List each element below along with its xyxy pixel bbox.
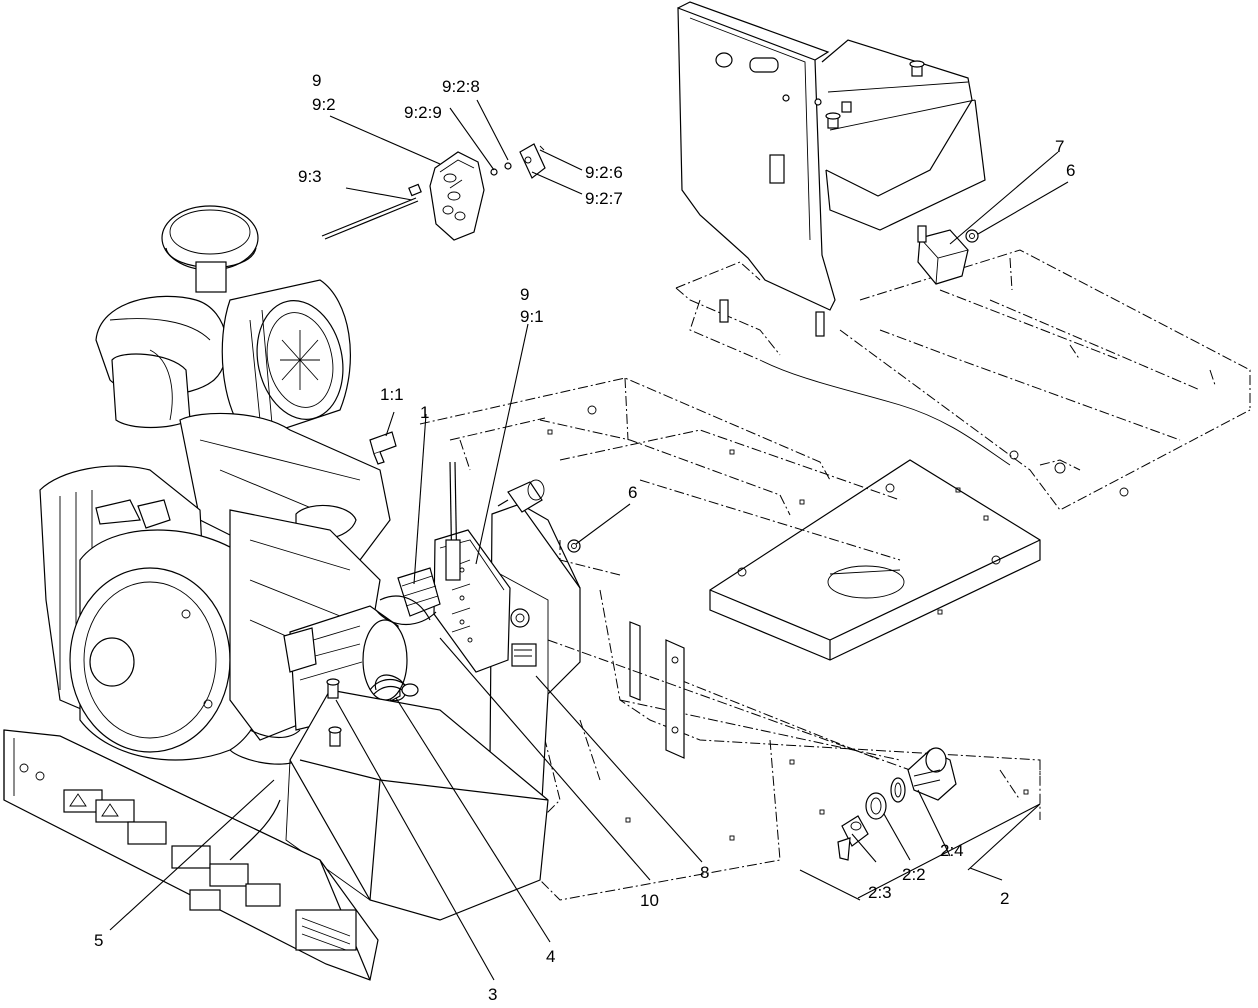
nut-part-2-2 xyxy=(865,792,887,820)
callout-9-2-9: 9:2:9 xyxy=(404,103,442,122)
callout-4: 4 xyxy=(546,947,555,966)
switch-plug xyxy=(497,479,545,513)
callout-6-mid: 6 xyxy=(628,483,637,502)
callout-9-2-6: 9:2:6 xyxy=(585,163,623,182)
ignition-switch-kit-part-2 xyxy=(547,639,957,861)
callout-1-1: 1:1 xyxy=(380,385,404,404)
callout-8: 8 xyxy=(700,863,709,882)
callout-2-2: 2:2 xyxy=(902,865,926,884)
connector-harness-part-10 xyxy=(397,567,441,617)
callout-7: 7 xyxy=(1055,137,1064,156)
key-part-2-3 xyxy=(837,815,869,861)
callout-9-1: 9:1 xyxy=(520,307,544,326)
callout-9-3: 9:3 xyxy=(298,167,322,186)
antenna xyxy=(445,461,461,581)
battery-and-base xyxy=(3,678,549,981)
leader-lines xyxy=(109,99,1069,981)
bolt-part-3 xyxy=(326,678,342,747)
callout-10: 10 xyxy=(640,891,659,910)
callout-2-3: 2:3 xyxy=(868,883,892,902)
callout-9-top: 9 xyxy=(312,71,321,90)
remote-transmitter-part-9-2 xyxy=(429,151,485,241)
callout-9-2-8: 9:2:8 xyxy=(442,77,480,96)
battery-clip-part-9-2-7 xyxy=(519,143,546,179)
cable-tie-part-9-3 xyxy=(321,183,422,240)
callout-2: 2 xyxy=(1000,889,1009,908)
callout-9-2-7: 9:2:7 xyxy=(585,189,623,208)
callout-5: 5 xyxy=(94,931,103,950)
rear-frame-assembly xyxy=(675,1,1251,511)
control-box-housing xyxy=(489,503,581,802)
callout-1: 1 xyxy=(420,403,429,422)
callout-9-mid: 9 xyxy=(520,285,529,304)
callout-9-2-top: 9:2 xyxy=(312,95,336,114)
callout-6-right: 6 xyxy=(1066,161,1075,180)
nut-part-6-right xyxy=(965,229,979,243)
key-ring-part-9-2-9 xyxy=(490,162,512,176)
battery-cable-part-4 xyxy=(369,678,419,697)
callout-2-4: 2:4 xyxy=(940,841,964,860)
callout-labels: 9 9:2 9:2:9 9:2:8 9:2:6 9:2:7 9:3 7 6 9 … xyxy=(94,71,1075,1004)
washer-part-2-2 xyxy=(890,777,906,803)
relay-part-7 xyxy=(917,225,969,285)
fuse-part-1-1 xyxy=(369,431,397,465)
engine-assembly xyxy=(39,205,437,765)
ignition-switch-part-2-4 xyxy=(907,747,957,801)
warning-decals xyxy=(63,789,357,951)
callout-3: 3 xyxy=(488,985,497,1004)
